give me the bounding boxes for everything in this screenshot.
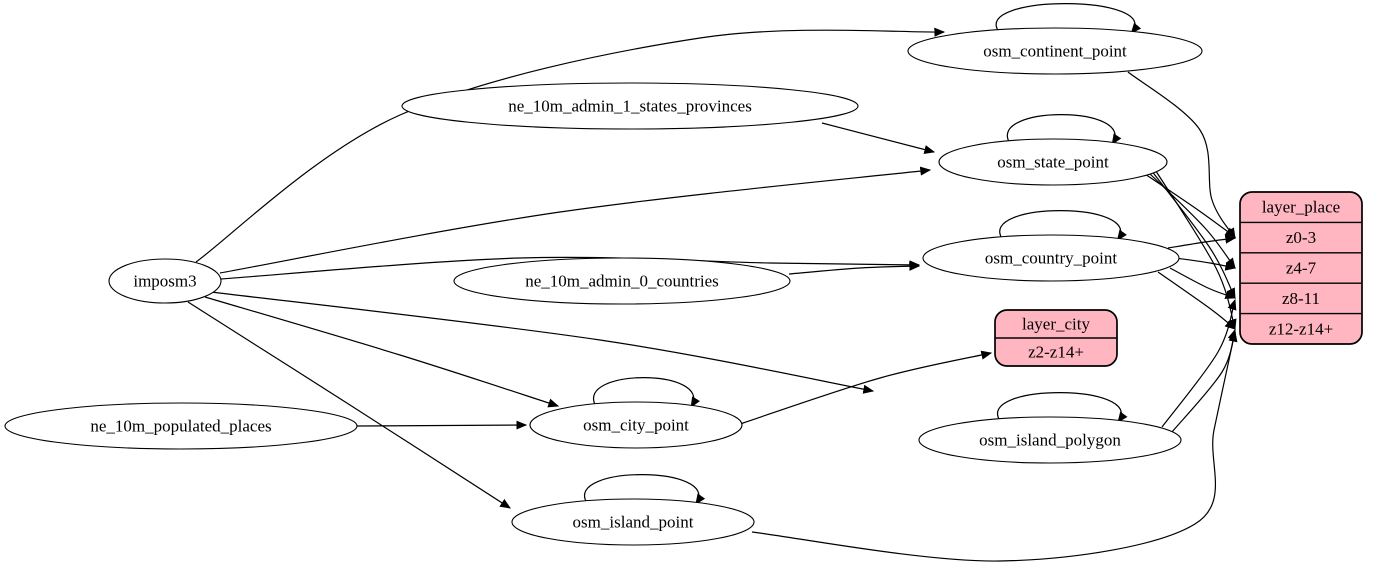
edge-imposm3-osm_continent_point bbox=[195, 27, 946, 263]
edge-imposm3-osm_city_point bbox=[204, 296, 560, 408]
table-node-layer_city: layer_city z2-z14+ bbox=[994, 309, 1118, 367]
table-ellipse-osm_state_point bbox=[938, 138, 1168, 186]
table-label-imposm3: imposm3 bbox=[133, 272, 196, 291]
edge-osm_country_point-osm_country_point bbox=[999, 210, 1127, 241]
table-node-ne_10m_admin_1_states_provinces: ne_10m_admin_1_states_provinces bbox=[401, 82, 859, 130]
table-ellipse-ne_10m_populated_places bbox=[4, 402, 358, 450]
edge-osm_continent_point-layer_place-z0-3 bbox=[1127, 71, 1236, 239]
table-label-ne_10m_admin_1_states_provinces: ne_10m_admin_1_states_provinces bbox=[508, 97, 752, 116]
table-ellipse-osm_country_point bbox=[922, 234, 1180, 282]
table-ellipse-imposm3 bbox=[108, 258, 222, 304]
edge-imposm3-osm_island_point bbox=[187, 301, 511, 509]
table-node-osm_island_polygon: osm_island_polygon bbox=[918, 416, 1182, 464]
table-node-osm_city_point: osm_city_point bbox=[529, 401, 743, 449]
edge-osm_continent_point-osm_continent_point bbox=[995, 3, 1142, 34]
table-node-ne_10m_populated_places: ne_10m_populated_places bbox=[4, 402, 358, 450]
table-node-osm_country_point: osm_country_point bbox=[922, 234, 1180, 282]
edge-osm_country_point-layer_place-z0-3 bbox=[1167, 234, 1237, 249]
edge-osm_state_point-layer_place-z8-11 bbox=[1150, 169, 1236, 300]
edge-osm_state_point-layer_place-z0-3 bbox=[1144, 173, 1236, 238]
edge-osm_country_point-layer_place-z12-z14+ bbox=[1157, 271, 1236, 330]
table-label-osm_state_point: osm_state_point bbox=[997, 153, 1109, 172]
edge-osm_city_point-osm_city_point bbox=[592, 377, 700, 408]
table-ellipse-ne_10m_admin_0_countries bbox=[453, 257, 791, 305]
table-node-imposm3: imposm3 bbox=[108, 258, 222, 304]
edge-osm_country_point-layer_place-z8-11 bbox=[1169, 267, 1237, 299]
table-label-osm_island_polygon: osm_island_polygon bbox=[979, 431, 1121, 450]
table-ellipse-osm_continent_point bbox=[907, 27, 1203, 75]
record-row-layer_place-z4-7: z4-7 bbox=[1286, 259, 1317, 278]
table-label-osm_continent_point: osm_continent_point bbox=[983, 42, 1127, 61]
edge-imposm3-osm_state_point bbox=[219, 166, 932, 274]
edge-osm_city_point-layer_city-z2-z14+ bbox=[739, 350, 993, 425]
table-node-ne_10m_admin_0_countries: ne_10m_admin_0_countries bbox=[453, 257, 791, 305]
edge-imposm3-osm_island_polygon bbox=[210, 291, 875, 394]
table-ellipse-osm_island_polygon bbox=[918, 416, 1182, 464]
edge-osm_state_point-layer_place-z4-7 bbox=[1147, 171, 1236, 269]
table-label-osm_country_point: osm_country_point bbox=[985, 249, 1117, 268]
record-title-layer_place: layer_place bbox=[1262, 198, 1340, 217]
table-label-ne_10m_admin_0_countries: ne_10m_admin_0_countries bbox=[525, 272, 719, 291]
edge-osm_island_point-layer_place-z12-z14+ bbox=[751, 330, 1238, 562]
table-ellipse-osm_city_point bbox=[529, 401, 743, 449]
table-node-layer_place: layer_place z0-3 z4-7 z8-11 z12-z14+ bbox=[1239, 191, 1363, 345]
edge-osm_state_point-osm_state_point bbox=[1006, 114, 1122, 145]
edge-ne_10m_populated_places-osm_city_point bbox=[356, 420, 528, 430]
table-ellipse-osm_island_point bbox=[511, 498, 755, 546]
edge-osm_island_polygon-layer_place-z8-11 bbox=[1161, 298, 1237, 428]
table-node-osm_continent_point: osm_continent_point bbox=[907, 27, 1203, 75]
table-node-osm_state_point: osm_state_point bbox=[938, 138, 1168, 186]
table-label-ne_10m_populated_places: ne_10m_populated_places bbox=[90, 417, 271, 436]
table-ellipse-ne_10m_admin_1_states_provinces bbox=[401, 82, 859, 130]
record-row-layer_city-z2-z14+: z2-z14+ bbox=[1028, 343, 1084, 362]
record-title-layer_city: layer_city bbox=[1022, 315, 1090, 334]
edge-ne_10m_admin_0_countries-osm_country_point bbox=[788, 261, 921, 275]
edge-osm_island_polygon-osm_island_polygon bbox=[996, 392, 1128, 423]
record-box-layer_place bbox=[1239, 191, 1363, 345]
nodes-layer: imposm3 ne_10m_admin_1_states_provincesne… bbox=[4, 27, 1363, 546]
record-row-layer_place-z8-11: z8-11 bbox=[1282, 289, 1320, 308]
edge-osm_island_point-osm_island_point bbox=[583, 474, 706, 505]
edge-ne_10m_admin_1_states_provinces-osm_state_point bbox=[821, 122, 936, 154]
table-node-osm_island_point: osm_island_point bbox=[511, 498, 755, 546]
record-row-layer_place-z0-3: z0-3 bbox=[1286, 228, 1316, 247]
record-row-layer_place-z12-z14+: z12-z14+ bbox=[1269, 319, 1333, 338]
edge-osm_country_point-layer_place-z4-7 bbox=[1174, 257, 1237, 271]
table-label-osm_city_point: osm_city_point bbox=[583, 416, 689, 435]
table-label-osm_island_point: osm_island_point bbox=[573, 513, 694, 532]
